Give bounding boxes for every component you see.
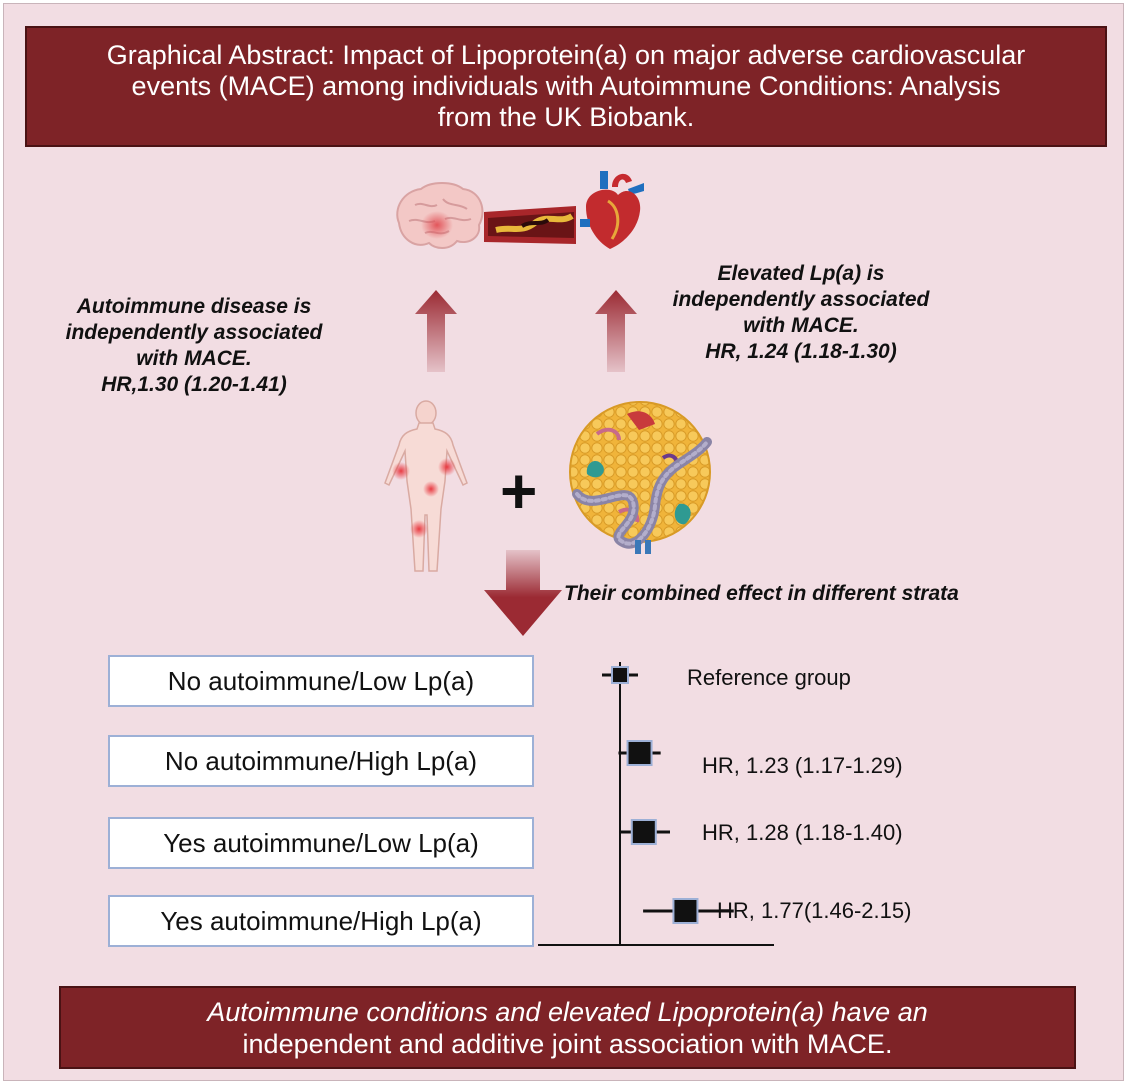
- group-box-yes-autoimmune-high-lpa: Yes autoimmune/High Lp(a): [108, 895, 534, 947]
- lpa-statement: Elevated Lp(a) is independently associat…: [636, 261, 966, 365]
- forest-plot: [538, 662, 774, 946]
- up-arrow-right: [595, 290, 637, 372]
- autoimmune-hr: HR,1.30 (1.20-1.41): [101, 373, 287, 396]
- group-box-no-autoimmune-low-lpa: No autoimmune/Low Lp(a): [108, 655, 534, 707]
- autoimmune-line-3: with MACE.: [136, 347, 252, 370]
- graphical-abstract: Graphical Abstract: Impact of Lipoprotei…: [3, 3, 1124, 1081]
- lpa-line-2: independently associated: [672, 288, 930, 311]
- hr-marker-0: [613, 668, 627, 682]
- up-arrow-left: [415, 290, 457, 372]
- conclusion-line-1: Autoimmune conditions and elevated Lipop…: [207, 996, 928, 1027]
- human-body-icon: [384, 400, 468, 572]
- hr-marker-1: [628, 742, 651, 764]
- lpa-line-3: with MACE.: [743, 314, 859, 337]
- artery-plaque-icon: [484, 206, 576, 244]
- heart-icon: [580, 171, 644, 249]
- group-box-yes-autoimmune-low-lpa: Yes autoimmune/Low Lp(a): [108, 817, 534, 869]
- page-title: Graphical Abstract: Impact of Lipoprotei…: [106, 40, 1026, 132]
- hr-label-no-autoimmune-high-lpa: HR, 1.23 (1.17-1.29): [702, 753, 903, 778]
- conclusion-banner: Autoimmune conditions and elevated Lipop…: [59, 986, 1076, 1069]
- lpa-line-1: Elevated Lp(a) is: [717, 262, 885, 285]
- plus-sign: +: [500, 455, 538, 527]
- autoimmune-statement: Autoimmune disease is independently asso…: [34, 294, 354, 398]
- down-arrow: [484, 550, 562, 636]
- conclusion-line-2: independent and additive joint associati…: [242, 1028, 893, 1059]
- lpa-hr: HR, 1.24 (1.18-1.30): [705, 340, 897, 363]
- hr-label-reference: Reference group: [687, 665, 851, 690]
- brain-icon: [396, 182, 484, 249]
- title-banner: Graphical Abstract: Impact of Lipoprotei…: [25, 26, 1107, 147]
- hr-label-yes-autoimmune-high-lpa: HR, 1.77(1.46-2.15): [717, 898, 912, 923]
- combined-effect-label: Their combined effect in different strat…: [564, 582, 959, 605]
- lipoprotein-particle-icon: [569, 401, 712, 554]
- group-box-no-autoimmune-high-lpa: No autoimmune/High Lp(a): [108, 735, 534, 787]
- autoimmune-line-2: independently associated: [65, 321, 323, 344]
- autoimmune-line-1: Autoimmune disease is: [76, 295, 312, 318]
- hr-marker-2: [632, 821, 655, 843]
- hr-marker-3: [674, 900, 697, 922]
- hr-label-yes-autoimmune-low-lpa: HR, 1.28 (1.18-1.40): [702, 820, 903, 845]
